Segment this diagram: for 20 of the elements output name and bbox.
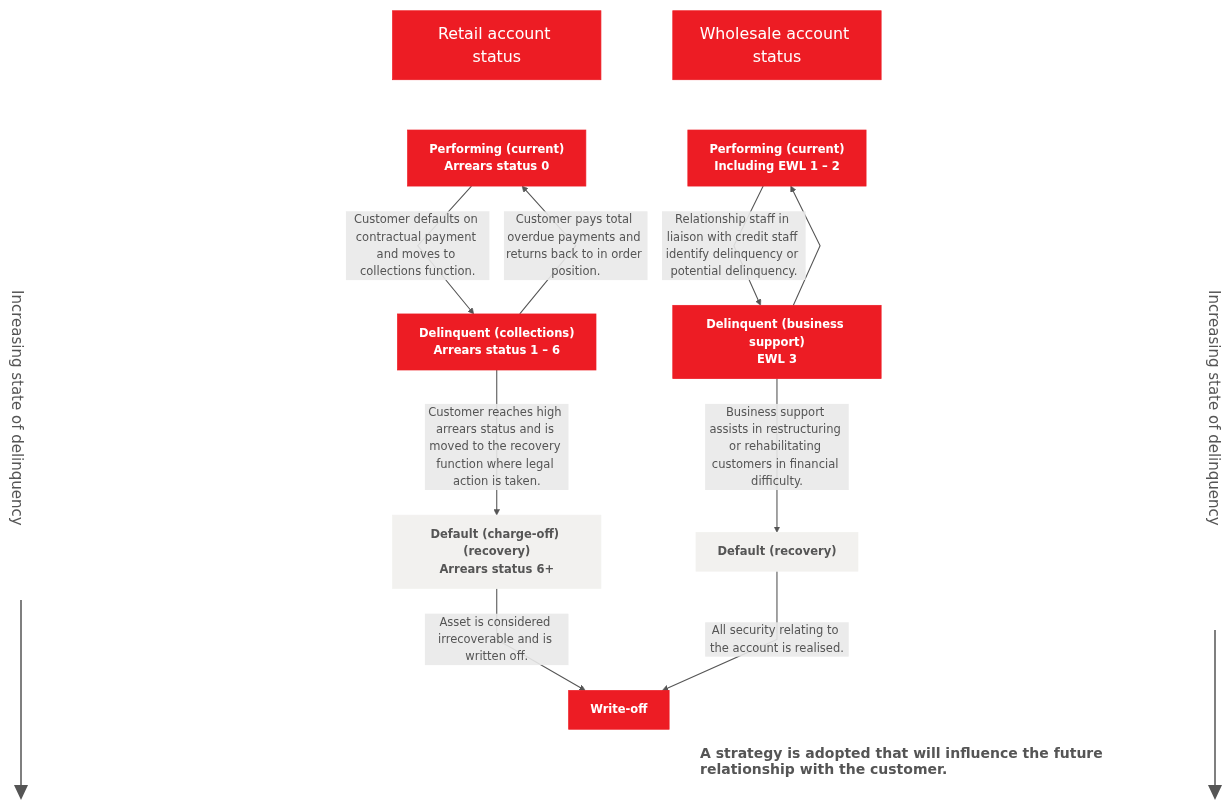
annotation-text: A strategy is adopted that will influence the future relationship with the customer.	[700, 745, 1104, 777]
edge-label: Business support assists in restructuring or rehabilitating customers in financial difficulty.	[709, 405, 841, 488]
edge-label: Customer reaches high arrears status and is moved to the recovery function where legal action is taken.	[428, 405, 562, 488]
edge-label: Relationship staff in liaison with credit staff identify delinquency or potential delinquency.	[665, 212, 799, 279]
node-box: Default (charge-off) (recovery) Arrears status 6+	[392, 514, 602, 589]
node-box: Performing (current) Including EWL 1 – 2	[687, 129, 867, 187]
edge-label: Asset is considered irrecoverable and is written off.	[437, 615, 552, 664]
edge-label: All security relating to the account is realised.	[710, 623, 844, 655]
axis-label: Increasing state of delinquency	[1205, 290, 1223, 526]
node-box: Performing (current) Arrears status 0	[407, 129, 587, 187]
edge-label: Customer pays total overdue payments and returns back to in order position.	[506, 212, 642, 279]
node-box: Write-off	[568, 690, 670, 730]
edge-label: Customer defaults on contractual payment and moves to collections function.	[353, 212, 478, 279]
node-box: Wholesale account status	[672, 10, 882, 81]
node-box: Delinquent (collections) Arrears status 1 – 6	[397, 313, 597, 371]
axis-label: Increasing state of delinquency	[8, 290, 26, 526]
node-box: Delinquent (business support) EWL 3	[672, 304, 882, 379]
arrow	[790, 185, 821, 306]
node-box: Retail account status	[392, 10, 602, 81]
node-box: Default (recovery)	[695, 532, 859, 572]
